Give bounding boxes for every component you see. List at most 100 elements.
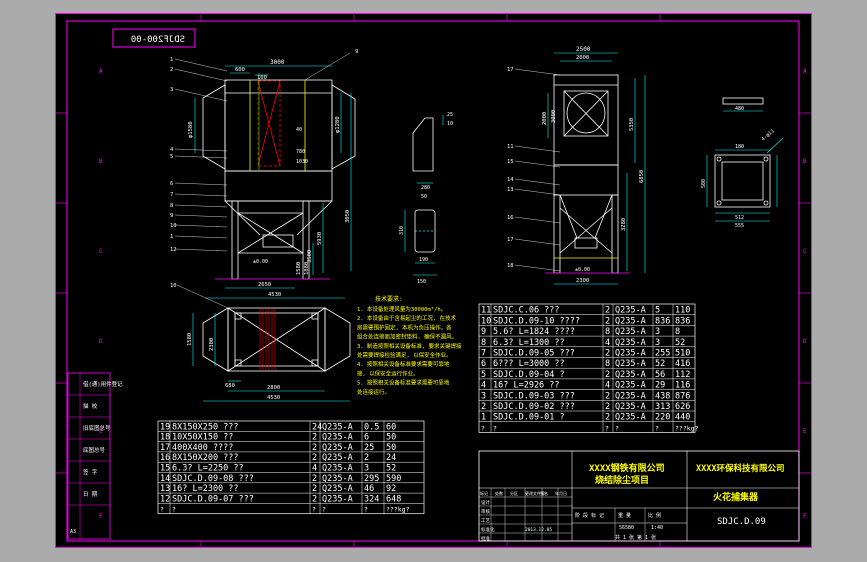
bom-cell: 510 [675,349,690,359]
bom-cell: SDJC.D.09-01 ? [493,413,565,423]
bom-cell: 2 [312,474,317,484]
bom-cell: 2 [312,453,317,463]
dim-detail-a: 310 [399,226,405,235]
bom-cell: 2 [312,494,317,504]
bom-cell: 400X400 ???? [172,443,233,453]
tech-note-line: 处连接运行。 [357,388,390,396]
side-view-dims [547,52,646,285]
bom-cell: 255 [655,349,670,359]
bom-cell: 4 [605,338,610,348]
dim-front-gap: 100 [257,75,267,81]
bom-header-cell: ? [322,506,326,514]
tech-note-line: 2. 本设备由于含易起尘的工况, 在技术 [357,314,457,322]
bom-cell: Q235-A [322,433,353,443]
side-callout-label: 13 [507,187,514,193]
bom-cell: 112 [675,370,690,380]
dim-detail-a: 280 [421,185,430,191]
bom-cell: SDJC.D.09-08 ??? [172,474,254,484]
bom-cell: 8 [675,327,680,337]
front-callout-label: 1 [170,234,173,240]
tech-note-line: 房需要围护固定, 本机为负压操作。各 [357,323,452,331]
bom-cell: Q235-A [322,484,353,494]
bom-cell: 295 [364,474,379,484]
zone-letter-left: E [99,428,103,435]
dim-front-width: 3000 [270,59,285,66]
front-callout-label: 4 [170,147,174,153]
bom-cell: 52 [386,464,396,474]
dim-side-height: 5350 [629,118,635,131]
bom-cell: 50 [386,433,396,443]
dim-front-inlet-dia: φ1580 [188,121,194,138]
bom-cell: 2 [605,306,610,316]
bom-cell: 2 [605,391,610,401]
front-callout-leader [304,52,351,81]
bom-cell: 416 [675,359,690,369]
left-stamp-frame [67,372,111,540]
zone-letter-left: D [99,338,103,345]
bom-header-cell: ? [605,424,609,432]
bom-cell: 648 [386,494,401,504]
bom-cell: Q235-A [615,370,646,380]
drawing-no-box [112,28,196,48]
tech-notes: 技术要求: 1. 本设备处理风量为30000m³/h。2. 本设备由于含易起尘的工… [357,295,462,396]
bom-cell: 52 [675,338,685,348]
bom-cell: 3 [364,464,369,474]
dim-plan-hood: 680 [225,383,235,389]
detail-a [412,117,436,253]
bom-cell: 6??? L=3000 ?? [493,359,565,369]
bom-cell: 2 [312,484,317,494]
plan-view [202,307,351,372]
label-stage: 阶 段 标 记 [575,512,604,519]
front-callout-leader [174,248,228,252]
elev-side: ±0.00 [575,267,590,273]
left-stamp-label: 日 期 [83,491,98,498]
front-callout-leader [174,58,228,72]
bom-cell: 2 [605,413,610,423]
bom-cell: 6 [364,433,369,443]
left-stamp-label: 借(通)用件登记 [83,380,123,388]
bom-cell: 4 [481,381,486,391]
side-callout-leader [514,145,561,153]
bom-cell: 12 [160,494,170,504]
dim-detail-b: 180 [735,144,744,150]
bom-cell: 24 [312,422,322,432]
bom-cell: 2 [312,443,317,453]
bom-cell: 2 [605,402,610,412]
front-callout-label: 5 [170,154,173,160]
bom-cell: SDJC.D.09-07 ??? [172,494,254,504]
bom-cell: 220 [655,413,670,423]
sign-role: 设计 [481,499,490,506]
zone-letter-left: C [99,248,103,255]
tech-notes-title: 技术要求: [375,295,403,303]
dim-detail-a: 25 [447,112,453,118]
dim-front-height: 3050 [345,210,351,223]
dim-plan-depth: 2300 [209,338,215,351]
bom-cell: 18 [160,433,170,443]
bom-cell: SDJC.D.09-05 ??? [493,349,575,359]
bom-cell: 8 [481,338,486,348]
front-callout-label: 9 [355,49,358,55]
bom-cell: 7 [481,349,486,359]
bom-cell: 438 [655,391,670,401]
bom-cell: 836 [675,316,690,326]
front-callout-label: 8 [170,203,173,209]
bom-cell: 2 [481,402,486,412]
bom-cell: 8X150X250 ??? [172,422,239,432]
tech-note-line: 1. 本设备处理风量为30000m³/h。 [357,305,446,313]
front-callout-label: 2 [170,67,173,73]
bom-cell: 313 [655,402,670,412]
zone-letter-right: B [803,158,807,165]
front-callout-leader [174,182,228,186]
bom-header-cell: ? [615,424,619,432]
drawing-date: 2013.12.05 [525,527,552,533]
elev-front: ±0.00 [253,259,268,265]
sign-role: 批准 [481,535,490,542]
bom-header-cell: ? [481,424,485,432]
sign-role: 工艺 [481,518,490,524]
bom-cell: 5.6? L=1824 ???? [493,327,575,337]
